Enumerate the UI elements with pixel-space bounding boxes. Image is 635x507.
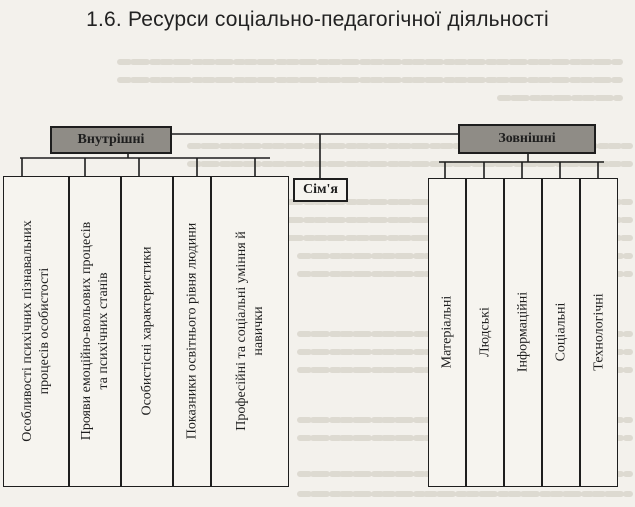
internal-resources-label: Внутрішні [77, 132, 145, 147]
external-resources-header: Зовнішні [458, 124, 596, 154]
internal-item-2-text: Прояви емоційно-вольових процесів та пси… [79, 221, 111, 441]
external-item-4-text: Соціальні [553, 302, 569, 362]
internal-item-3-text: Особистісні характеристики [139, 246, 155, 416]
external-item-3-text: Інформаційні [515, 291, 531, 373]
internal-item-1-box [3, 176, 69, 487]
internal-resources-header: Внутрішні [50, 126, 172, 154]
family-box: Сім'я [293, 178, 348, 202]
external-item-5-box [580, 178, 618, 487]
internal-item-5-text: Професійні та соціальні уміння й навички [234, 231, 266, 431]
external-item-5-text: Технологічні [591, 293, 607, 371]
internal-item-1-text: Особливості психічних пізнавальних проце… [20, 220, 52, 442]
internal-item-2-box [69, 176, 121, 487]
internal-item-3-box [121, 176, 173, 487]
family-label: Сім'я [303, 182, 338, 197]
external-item-1-box [428, 178, 466, 487]
external-item-2-box [466, 178, 504, 487]
external-item-4-box [542, 178, 580, 487]
external-item-3-box [504, 178, 542, 487]
external-item-1-text: Матеріальні [439, 295, 455, 369]
internal-item-4-box [173, 176, 211, 487]
external-item-2-text: Людські [477, 307, 493, 357]
external-resources-label: Зовнішні [498, 131, 556, 146]
internal-item-5-box [211, 176, 289, 487]
section-title: 1.6. Ресурси соціально-педагогічної діял… [86, 8, 549, 31]
internal-item-4-text: Показники освітнього рівня людини [184, 222, 200, 440]
